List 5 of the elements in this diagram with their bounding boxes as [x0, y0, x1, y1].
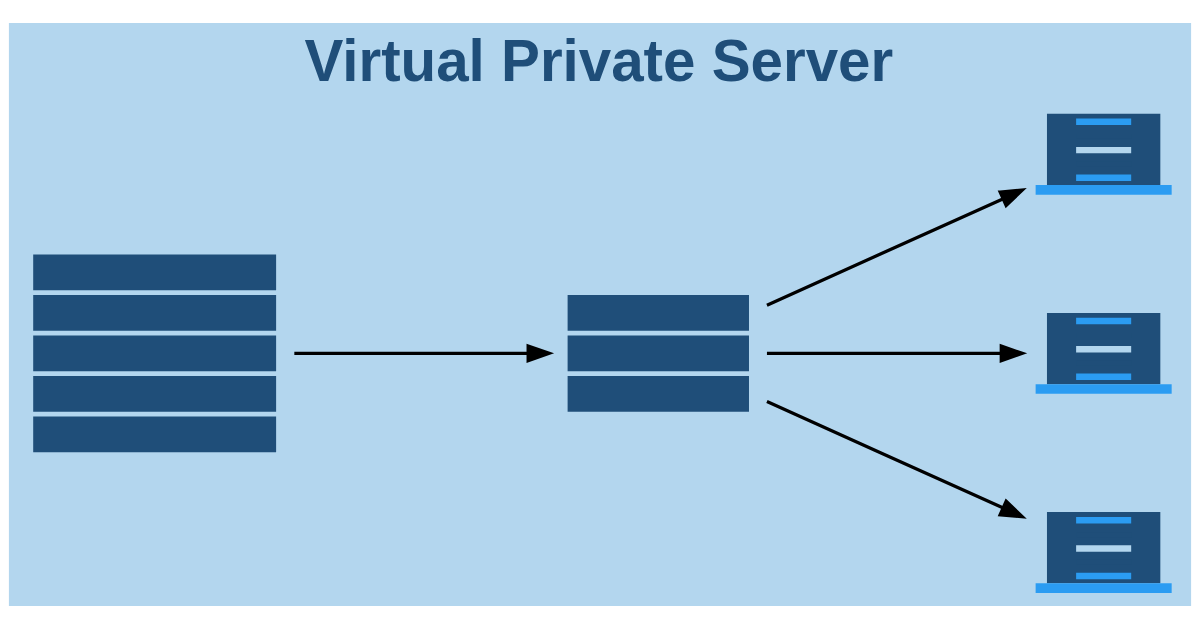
diagram-title: Virtual Private Server [304, 27, 894, 93]
arrow [766, 399, 1027, 519]
arrow [766, 187, 1027, 307]
arrow [294, 343, 555, 363]
arrow [766, 343, 1028, 363]
